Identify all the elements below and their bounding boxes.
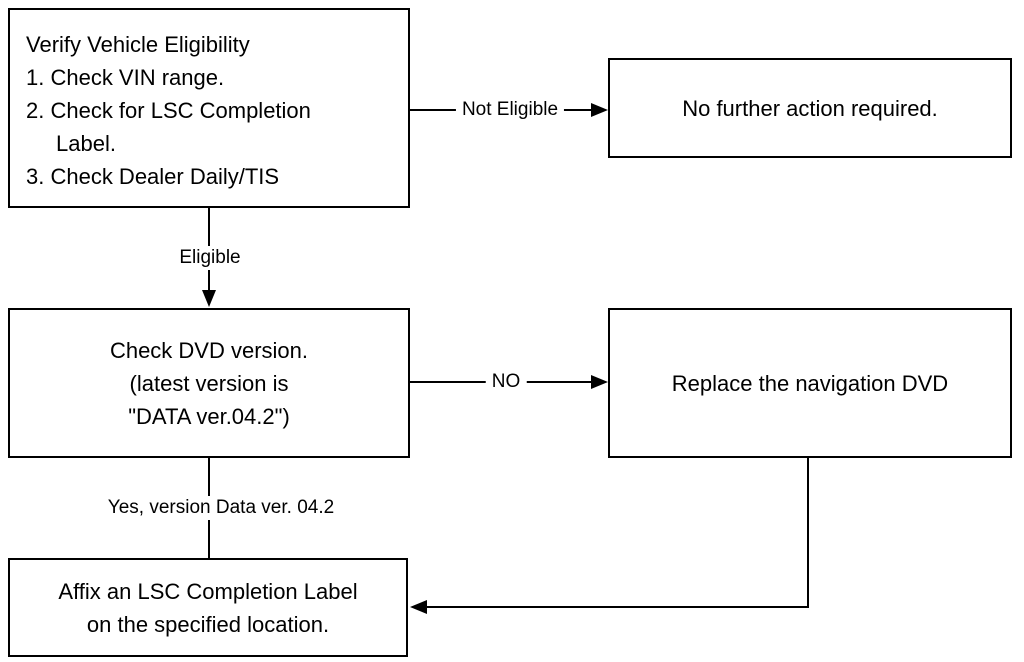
- arrowhead-right-icon: [591, 375, 608, 389]
- node-no-further-action: No further action required.: [608, 58, 1012, 158]
- arrowhead-left-icon: [410, 600, 427, 614]
- node-affix-lsc-completion-label: Affix an LSC Completion Label on the spe…: [8, 558, 408, 657]
- node-text-line: Affix an LSC Completion Label: [58, 578, 358, 604]
- node-text-line: "DATA ver.04.2"): [128, 403, 290, 429]
- node-text-line: 2. Check for LSC Completion: [26, 98, 311, 123]
- node-text-line: Replace the navigation DVD: [671, 370, 949, 396]
- edge-label-eligible: Eligible: [173, 246, 247, 270]
- edge-label-no: NO: [485, 370, 527, 394]
- node-text-line: 1. Check VIN range.: [26, 65, 225, 90]
- arrowhead-down-icon: [202, 290, 216, 307]
- node-text-line: on the specified location.: [86, 611, 330, 637]
- node-text-line: Check DVD version.: [109, 337, 309, 363]
- arrowhead-right-icon: [591, 103, 608, 117]
- node-text-line: No further action required.: [682, 95, 938, 121]
- node-verify-vehicle-eligibility: Verify Vehicle Eligibility 1. Check VIN …: [8, 8, 410, 208]
- node-text-line: (latest version is: [129, 370, 289, 396]
- node-text-line: Label.: [56, 131, 116, 156]
- edge-label-not-eligible: Not Eligible: [455, 98, 565, 122]
- edge-replace-to-affix-line: [424, 458, 809, 608]
- node-text-line: Verify Vehicle Eligibility: [26, 32, 250, 57]
- node-check-dvd-version: Check DVD version. (latest version is "D…: [8, 308, 410, 458]
- edge-label-yes: Yes, version Data ver. 04.2: [101, 496, 341, 520]
- node-replace-navigation-dvd: Replace the navigation DVD: [608, 308, 1012, 458]
- node-text-line: 3. Check Dealer Daily/TIS: [26, 164, 280, 189]
